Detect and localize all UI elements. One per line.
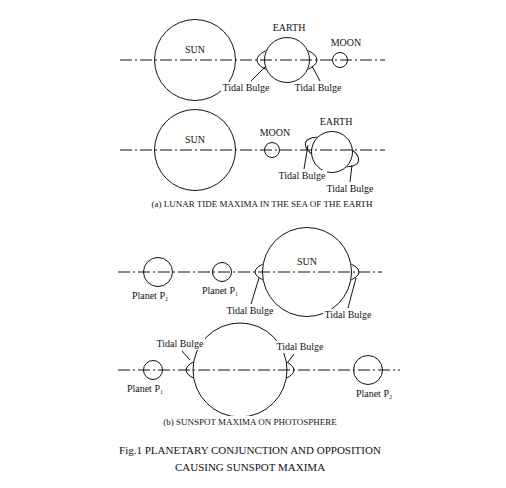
body-circle: EARTH — [311, 131, 353, 173]
panel-caption: (b) SUNSPOT MAXIMA ON PHOTOSPHERE — [162, 416, 338, 428]
tidal-bulge — [302, 131, 363, 173]
panel-caption: (a) LUNAR TIDE MAXIMA IN THE SEA OF THE … — [150, 198, 373, 210]
tidal-bulge-label: Tidal Bulge — [323, 309, 372, 321]
tidal-bulge-label: Tidal Bulge — [221, 82, 270, 94]
circle-outline — [143, 257, 173, 287]
body-circle: Planet P₁ — [143, 360, 163, 380]
tidal-bulge-label: Tidal Bulge — [275, 341, 324, 353]
circle-outline — [212, 262, 232, 282]
body-name: SUN — [184, 44, 206, 56]
circle-outline — [264, 142, 280, 158]
body-circle: EARTH — [264, 37, 310, 83]
body-circle: SUN — [262, 227, 352, 317]
circle-outline — [262, 227, 352, 317]
figure-caption: Fig.1 PLANETARY CONJUNCTION AND OPPOSITI… — [95, 442, 405, 476]
circle-outline — [353, 355, 383, 385]
body-name: EARTH — [272, 22, 307, 34]
body-name: SUN — [296, 256, 318, 268]
circle-outline — [154, 109, 236, 191]
body-name: MOON — [330, 37, 363, 49]
body-circle: Planet P₁ — [212, 262, 232, 282]
body-circle: MOON — [332, 52, 348, 68]
body-name: Planet P₂ — [131, 290, 169, 302]
circle-outline — [143, 360, 163, 380]
tidal-bulge-label: Tidal Bulge — [325, 183, 374, 195]
tidal-bulge-label: Tidal Bulge — [155, 338, 204, 350]
body-name: Planet P₁ — [126, 383, 164, 395]
body-circle: Planet P₂ — [353, 355, 383, 385]
body-circle: MOON — [264, 142, 280, 158]
body-name: MOON — [259, 127, 292, 139]
circle-outline — [264, 37, 310, 83]
body-name: EARTH — [319, 116, 354, 128]
body-name: SUN — [184, 134, 206, 146]
tidal-bulge-label: Tidal Bulge — [293, 82, 342, 94]
circle-outline — [311, 131, 353, 173]
body-circle: SUN — [154, 109, 236, 191]
circle-outline — [332, 52, 348, 68]
body-name: Planet P₂ — [355, 388, 393, 400]
tidal-bulge-label: Tidal Bulge — [225, 305, 274, 317]
body-name: Planet P₁ — [201, 285, 239, 297]
body-circle: Planet P₂ — [143, 257, 173, 287]
tidal-bulge-label: Tidal Bulge — [277, 170, 326, 182]
axis-line — [118, 60, 400, 370]
